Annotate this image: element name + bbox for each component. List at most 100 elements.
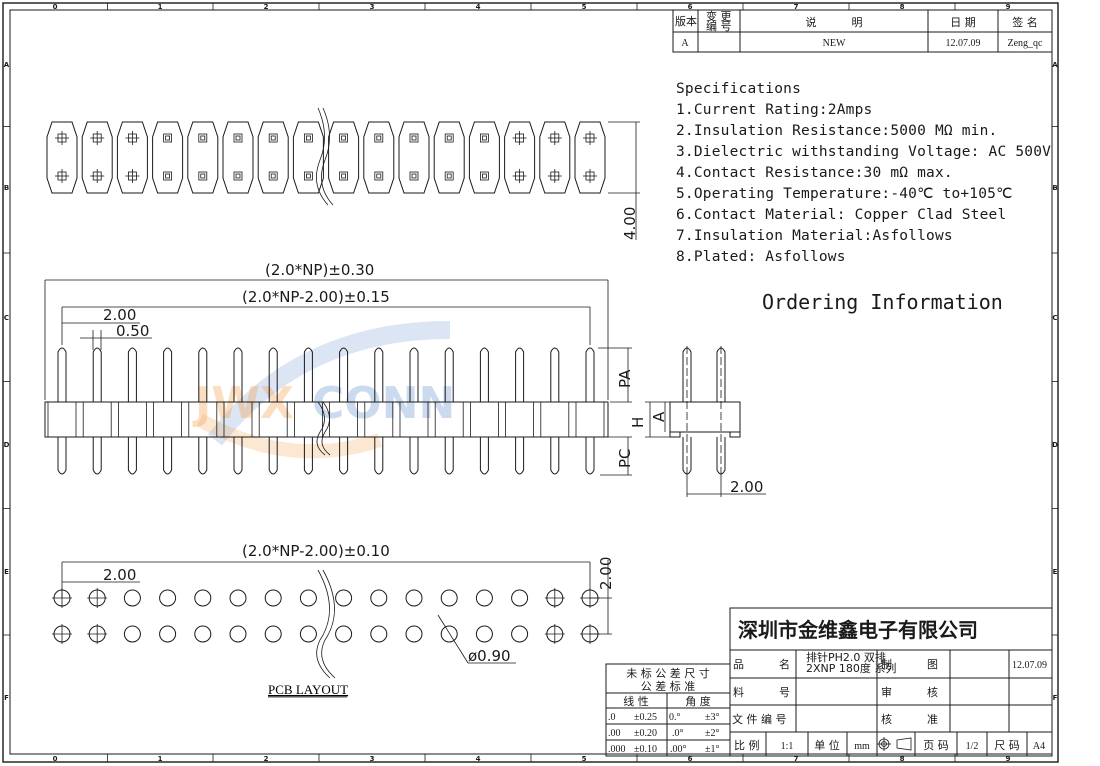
pin-lower (163, 437, 173, 475)
tolerance-title-1: 未 标 公 差 尺 寸 (626, 666, 709, 680)
grid-row-label: E (4, 568, 9, 576)
pin-lower (339, 437, 349, 475)
rev-signature: Zeng_qc (1008, 38, 1044, 49)
pcb-hole (511, 589, 529, 607)
grid-row-label: E (1053, 568, 1058, 576)
specifications-block: Specifications 1.Current Rating:2Amps 2.… (676, 81, 1051, 314)
housing-cell (328, 121, 360, 194)
pin-upper (479, 347, 489, 402)
grid-column-label: 7 (794, 755, 799, 763)
grid-column-label: 8 (900, 3, 905, 11)
spec-item: 4.Contact Resistance:30 mΩ max. (676, 165, 953, 181)
pcb-hole (405, 589, 423, 607)
pcb-hole (194, 589, 212, 607)
pin-square-inner (235, 173, 241, 179)
pin-square (409, 171, 419, 181)
pcb-hole (405, 625, 423, 643)
pin-square (233, 133, 243, 143)
rev-description: NEW (823, 38, 846, 49)
grid-column-label: 9 (1006, 755, 1011, 763)
product-name-line2: 2XNP 180度 系列 (806, 661, 896, 675)
dim-pc: PC (616, 448, 634, 468)
top-view-housing (46, 121, 606, 194)
grid-row-label: C (1052, 314, 1057, 322)
pin-lower (233, 437, 243, 475)
housing-cell (292, 121, 324, 194)
housing-cell (81, 121, 113, 194)
housing-cell (363, 121, 395, 194)
pin-square-inner (165, 173, 171, 179)
dim-pin-width: 0.50 (116, 322, 149, 340)
grid-column-label: 1 (158, 755, 163, 763)
pin-square (339, 171, 349, 181)
tol-lin-fmt: .00 (608, 728, 621, 739)
pin-square-inner (235, 135, 241, 141)
tol-lin-tol: ±0.10 (634, 744, 657, 755)
drawn-date: 12.07.09 (1012, 660, 1047, 671)
dim-pcb-row-pitch: 2.00 (597, 557, 615, 590)
pin-upper (339, 347, 349, 402)
pin-square (444, 171, 454, 181)
pcb-hole (264, 625, 282, 643)
dim-pa: PA (616, 369, 634, 388)
pin-upper (163, 347, 173, 402)
company-name: 深圳市金维鑫电子有限公司 (738, 618, 978, 642)
rev-header-version: 版本 (675, 14, 697, 28)
pin-upper (233, 347, 243, 402)
pcb-layout-label: PCB LAYOUT (268, 682, 348, 697)
scale-value: 1:1 (781, 741, 794, 752)
rev-header-date: 日 期 (950, 16, 976, 29)
drawn-label: 制 图 (881, 658, 938, 671)
rev-header-signature: 签 名 (1012, 15, 1038, 29)
grid-column-label: 2 (264, 3, 269, 11)
housing-cell (433, 121, 465, 194)
tolerance-col-angle: 角 度 (685, 694, 711, 708)
grid-row-label: F (4, 694, 9, 702)
pin-lower (57, 437, 67, 475)
pcb-layout-dimensions: (2.0*NP-2.00)±0.10 2.00 2.00 ø0.90 PCB L… (61, 542, 615, 698)
sheet-frame (2, 2, 1059, 763)
grid-row-label: A (1052, 61, 1058, 69)
housing-cell (504, 121, 536, 194)
housing-cell (398, 121, 430, 194)
pin-square-inner (270, 135, 276, 141)
rev-date: 12.07.09 (946, 38, 981, 49)
pcb-hole (335, 589, 353, 607)
pin-lower (92, 437, 102, 475)
break-marks (316, 107, 336, 679)
housing-cell (187, 121, 219, 194)
housing-cell (257, 121, 289, 194)
grid-row-label: A (4, 61, 10, 69)
pin-square-inner (481, 135, 487, 141)
dim-height-4-00: 4.00 (621, 207, 639, 240)
housing-cell (539, 121, 571, 194)
pin-lower (127, 437, 137, 475)
pcb-hole (159, 589, 177, 607)
pin-square-inner (341, 173, 347, 179)
checked-label: 审 核 (881, 685, 938, 699)
grid-column-label: 3 (370, 755, 375, 763)
tolerance-table: 未 标 公 差 尺 寸 公 差 标 准 线 性 角 度 .0 ±0.25 0.°… (605, 663, 731, 757)
dim-pitch: 2.00 (103, 306, 136, 324)
tol-lin-tol: ±0.20 (634, 728, 657, 739)
rev-header-change-1: 变 更 (706, 9, 732, 23)
pin-square-inner (200, 135, 206, 141)
pin-square (233, 171, 243, 181)
product-name-line1: 排针PH2.0 双排 (806, 650, 886, 664)
scale-label: 比 例 (734, 738, 760, 752)
size-value: A4 (1033, 741, 1045, 752)
pin-upper (550, 347, 560, 402)
first-angle-projection-icon (877, 737, 912, 751)
approved-label: 核 准 (881, 712, 938, 726)
spec-item: 5.Operating Temperature:-40℃ to+105℃ (676, 186, 1013, 202)
grid-column-label: 0 (53, 3, 58, 11)
pcb-hole (370, 625, 388, 643)
pin-square-inner (376, 135, 382, 141)
pin-square-inner (446, 135, 452, 141)
housing-cell (46, 121, 78, 194)
pin-lower (268, 437, 278, 475)
spec-item: 8.Plated: Asfollows (676, 249, 846, 265)
